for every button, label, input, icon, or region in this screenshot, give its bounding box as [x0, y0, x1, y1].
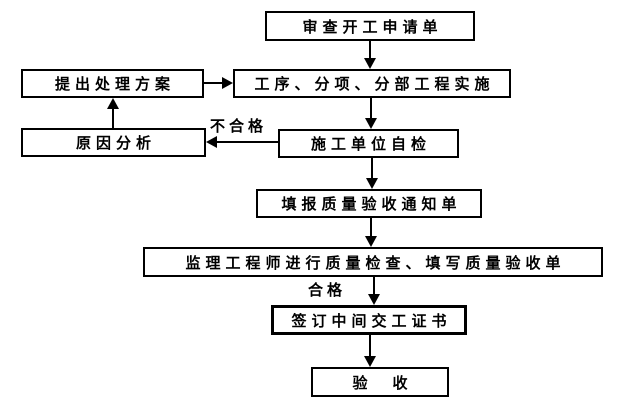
- arrow-notify-to-supervisor-line: [370, 218, 372, 237]
- node-review-application: 审查开工申请单: [265, 11, 475, 41]
- arrow-propose-to-implement-head: [222, 77, 233, 89]
- arrow-propose-to-implement-line: [204, 82, 223, 84]
- node-propose-solution: 提出处理方案: [21, 69, 204, 98]
- arrow-cause-to-propose-line: [112, 108, 114, 128]
- arrow-selfcheck-to-cause-head: [206, 136, 217, 148]
- arrow-implement-to-selfcheck-head: [365, 118, 377, 129]
- arrow-supervisor-to-certificate-head: [368, 294, 380, 305]
- arrow-supervisor-to-certificate-line: [373, 277, 375, 295]
- node-cause-analysis: 原因分析: [21, 128, 206, 157]
- arrow-selfcheck-to-notify-head: [366, 178, 378, 189]
- node-intermediate-handover-certificate: 签订中间交工证书: [271, 305, 467, 335]
- arrow-selfcheck-to-notify-line: [371, 158, 373, 179]
- edge-label-fail: 不合格: [210, 118, 268, 135]
- arrow-certificate-to-acceptance-head: [364, 356, 376, 367]
- arrow-selfcheck-to-cause-line: [216, 141, 278, 143]
- arrow-implement-to-selfcheck-line: [370, 98, 372, 119]
- arrow-review-to-implement-line: [369, 41, 371, 59]
- node-quality-acceptance-notice: 填报质量验收通知单: [256, 189, 482, 218]
- arrow-notify-to-supervisor-head: [365, 236, 377, 247]
- arrow-cause-to-propose-head: [107, 98, 119, 109]
- node-self-inspection: 施工单位自检: [278, 129, 459, 158]
- node-supervisor-inspection: 监理工程师进行质量检查、填写质量验收单: [143, 247, 603, 277]
- edge-label-pass: 合格: [308, 282, 347, 299]
- arrow-certificate-to-acceptance-line: [369, 335, 371, 357]
- arrow-review-to-implement-head: [364, 58, 376, 69]
- node-final-acceptance: 验 收: [311, 367, 449, 397]
- node-project-implementation: 工序、分项、分部工程实施: [233, 69, 511, 98]
